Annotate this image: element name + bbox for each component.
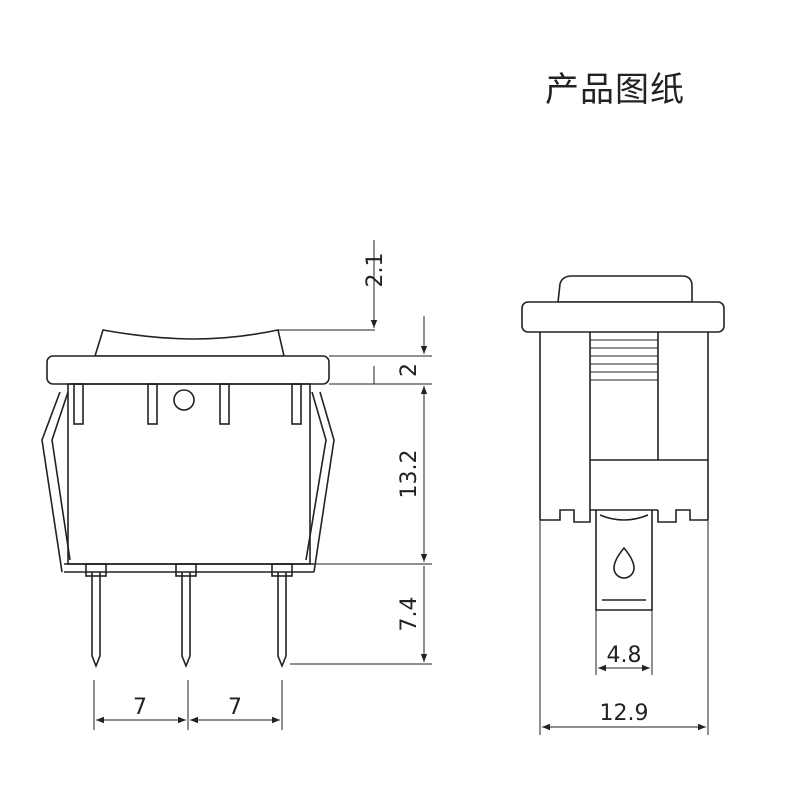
switch-body	[67, 383, 311, 565]
dim-flange-thickness: 2	[397, 363, 422, 377]
drawing-title: 产品图纸	[545, 70, 685, 110]
dim-terminal-width: 4.8	[607, 643, 642, 668]
front-view	[41, 329, 335, 669]
side-dimensions: 4.8 12.9	[539, 520, 709, 735]
side-ribs	[590, 339, 658, 381]
terminal-pins	[85, 563, 293, 669]
top-flange	[46, 355, 330, 385]
right-snap-latch	[313, 391, 335, 573]
dim-body-height: 13.2	[397, 450, 422, 499]
side-actuator	[557, 275, 693, 303]
indicator-hole	[173, 389, 195, 411]
side-flange	[521, 301, 725, 333]
terminal-hole	[613, 546, 635, 579]
dim-pin-pitch-left: 7	[133, 695, 147, 720]
side-terminal	[595, 510, 653, 611]
dim-pin-pitch-right: 7	[228, 695, 242, 720]
rocker-actuator	[93, 329, 286, 357]
dim-actuator-height: 2.1	[363, 253, 388, 288]
dim-pin-length: 7.4	[397, 597, 422, 632]
side-view	[521, 275, 725, 611]
dim-body-width: 12.9	[600, 701, 649, 726]
front-dimensions: 2.1 2 13.2 7.4 7 7	[93, 240, 432, 730]
left-snap-latch	[41, 391, 63, 573]
